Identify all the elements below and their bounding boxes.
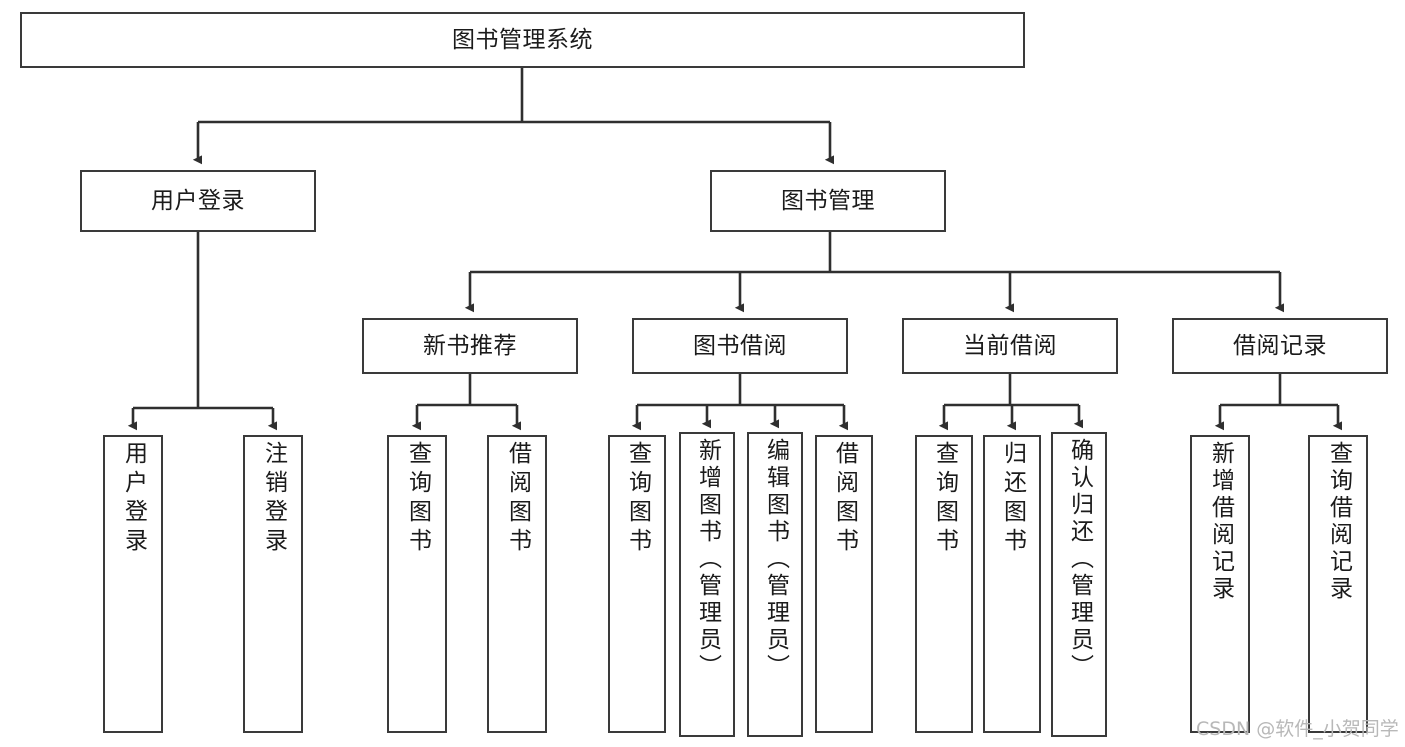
leaf-confirm-return-admin[interactable]: 确认归还（管理员）: [1051, 432, 1107, 737]
node-user-login-label: 用户登录: [151, 187, 245, 214]
leaf-logout-label: 注销登录: [260, 441, 287, 557]
leaf-logout[interactable]: 注销登录: [243, 435, 303, 733]
node-root-label: 图书管理系统: [452, 26, 593, 53]
leaf-query-book-current[interactable]: 查询图书: [915, 435, 973, 733]
leaf-query-borrow-record[interactable]: 查询借阅记录: [1308, 435, 1368, 733]
node-borrow-record-label: 借阅记录: [1233, 332, 1327, 359]
watermark: CSDN @软件_小贺同学: [1196, 718, 1399, 740]
node-new-book-recommend-label: 新书推荐: [423, 332, 517, 359]
leaf-user-login[interactable]: 用户登录: [103, 435, 163, 733]
node-book-management-label: 图书管理: [781, 187, 875, 214]
leaf-query-borrow-record-label: 查询借阅记录: [1325, 441, 1352, 603]
node-borrow-record[interactable]: 借阅记录: [1172, 318, 1388, 374]
node-root[interactable]: 图书管理系统: [20, 12, 1025, 68]
leaf-query-book-borrow[interactable]: 查询图书: [608, 435, 666, 733]
node-user-login[interactable]: 用户登录: [80, 170, 316, 232]
leaf-query-book-current-label: 查询图书: [931, 441, 958, 557]
leaf-edit-book-admin[interactable]: 编辑图书（管理员）: [747, 432, 803, 737]
node-current-borrow[interactable]: 当前借阅: [902, 318, 1118, 374]
leaf-borrow-book-borrow[interactable]: 借阅图书: [815, 435, 873, 733]
leaf-edit-book-admin-label: 编辑图书（管理员）: [762, 438, 789, 681]
leaf-confirm-return-admin-label: 确认归还（管理员）: [1066, 438, 1093, 681]
leaf-query-book-borrow-label: 查询图书: [624, 441, 651, 557]
node-book-borrow-label: 图书借阅: [693, 332, 787, 359]
node-book-management[interactable]: 图书管理: [710, 170, 946, 232]
leaf-add-book-admin-label: 新增图书（管理员）: [694, 438, 721, 681]
leaf-query-book-newbook-label: 查询图书: [404, 441, 431, 557]
node-current-borrow-label: 当前借阅: [963, 332, 1057, 359]
leaf-return-book[interactable]: 归还图书: [983, 435, 1041, 733]
leaf-user-login-label: 用户登录: [120, 441, 147, 557]
leaf-borrow-book-newbook[interactable]: 借阅图书: [487, 435, 547, 733]
leaf-add-borrow-record[interactable]: 新增借阅记录: [1190, 435, 1250, 733]
leaf-add-borrow-record-label: 新增借阅记录: [1207, 441, 1234, 603]
leaf-query-book-newbook[interactable]: 查询图书: [387, 435, 447, 733]
leaf-borrow-book-newbook-label: 借阅图书: [504, 441, 531, 557]
leaf-add-book-admin[interactable]: 新增图书（管理员）: [679, 432, 735, 737]
node-book-borrow[interactable]: 图书借阅: [632, 318, 848, 374]
leaf-borrow-book-borrow-label: 借阅图书: [831, 441, 858, 557]
node-new-book-recommend[interactable]: 新书推荐: [362, 318, 578, 374]
leaf-return-book-label: 归还图书: [999, 441, 1026, 557]
